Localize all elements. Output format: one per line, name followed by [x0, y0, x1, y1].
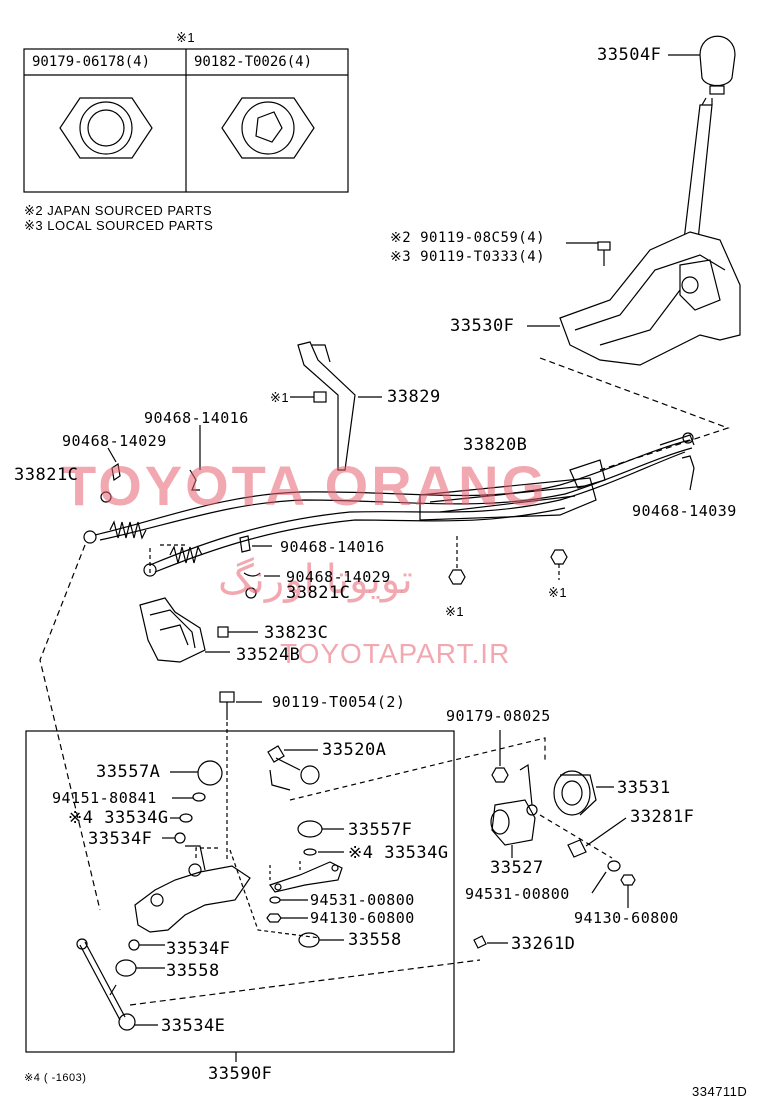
mark-33829: ※1 — [270, 390, 290, 405]
part-90468-14029-top: 90468-14029 — [62, 432, 167, 450]
table-col2-header: 90182-T0026(4) — [194, 54, 313, 70]
part-33534F-low: 33534F — [166, 939, 231, 959]
fastener-table — [23, 48, 349, 193]
table-col1-header: 90179-06178(4) — [32, 54, 151, 70]
nut-icon — [266, 913, 308, 923]
part-90119-T0054: 90119-T0054(2) — [272, 693, 406, 711]
nut-icon — [491, 730, 509, 783]
part-90468-14039: 90468-14039 — [632, 502, 737, 520]
bolt-icon — [217, 626, 258, 638]
part-33534F-left: 33534F — [88, 829, 153, 849]
grommet-icon — [298, 932, 344, 948]
bolt-icon — [566, 241, 611, 266]
cap-icon — [297, 820, 344, 838]
note-local: ※3 LOCAL SOURCED PARTS — [24, 218, 214, 233]
part-94130-60800-right: 94130-60800 — [574, 909, 679, 927]
table-mark: ※1 — [176, 30, 196, 45]
shift-lever-icon — [683, 97, 713, 241]
part-33821C-left: 33821C — [14, 465, 79, 485]
washer-icon — [172, 792, 206, 802]
part-33261D: 33261D — [511, 934, 576, 954]
part-33823C: 33823C — [264, 623, 329, 643]
washer-icon — [303, 848, 344, 856]
part-33829: 33829 — [387, 387, 441, 407]
bolt-icon — [219, 691, 262, 860]
part-33558-mid: 33558 — [348, 930, 402, 950]
nut-icon — [269, 896, 308, 904]
part-33557A: 33557A — [96, 762, 161, 782]
part-94130-60800-mid: 94130-60800 — [310, 909, 415, 927]
grommet-icon — [115, 959, 165, 977]
clip-icon — [189, 425, 201, 491]
ball-joint-icon — [267, 745, 320, 791]
bushing-icon — [162, 832, 186, 844]
part-33558-low: 33558 — [166, 961, 220, 981]
part-90119-T0333: ※3 90119-T0333(4) — [390, 249, 546, 265]
part-33590F: 33590F — [208, 1064, 273, 1084]
note-japan: ※2 JAPAN SOURCED PARTS — [24, 203, 213, 218]
mark-right: ※1 — [548, 585, 568, 600]
mark-mid: ※1 — [445, 604, 465, 619]
shift-knob-icon — [668, 35, 736, 95]
washer-icon — [170, 813, 193, 823]
nut-icon — [448, 536, 466, 585]
part-33821C-mid: 33821C — [286, 583, 351, 603]
shift-lever-bracket-icon — [134, 845, 251, 933]
part-90468-14029-mid: 90468-14029 — [286, 568, 391, 586]
part-33524B: 33524B — [236, 645, 301, 665]
shift-lever-housing-icon — [490, 763, 538, 858]
shift-cable-icon — [83, 432, 695, 577]
shift-housing-icon — [527, 231, 741, 366]
bearing-icon — [553, 770, 614, 816]
pin-icon — [567, 817, 627, 858]
note-range: ※4 ( -1603) — [24, 1072, 87, 1084]
part-90119-08C59: ※2 90119-08C59(4) — [390, 230, 546, 246]
part-33534G-mid: ※4 33534G — [348, 843, 449, 863]
part-33820B: 33820B — [463, 435, 528, 455]
part-33534E: 33534E — [161, 1016, 226, 1036]
part-94531-00800-right: 94531-00800 — [465, 885, 570, 903]
part-33557F: 33557F — [348, 820, 413, 840]
washer-icon — [591, 860, 621, 894]
nut-icon — [550, 549, 568, 580]
lock-nut-icon — [221, 97, 315, 159]
assembly-frame — [25, 730, 455, 1053]
bushing-icon — [128, 939, 165, 951]
pin-icon — [107, 447, 121, 482]
select-lever-icon — [269, 861, 343, 893]
watermark-brand: TOYOTA ORANG — [62, 454, 549, 517]
part-90179-08025: 90179-08025 — [446, 707, 551, 725]
part-33281F: 33281F — [630, 807, 695, 827]
clip-icon — [473, 935, 508, 949]
part-33520A: 33520A — [322, 740, 387, 760]
part-94531-00800-mid: 94531-00800 — [310, 891, 415, 909]
part-33534G-left: ※4 33534G — [68, 808, 169, 828]
grommet-icon — [100, 491, 112, 503]
pin-icon — [681, 455, 695, 491]
hex-nut-icon — [59, 97, 153, 159]
part-90468-14016-mid: 90468-14016 — [280, 538, 385, 556]
part-33527: 33527 — [490, 858, 544, 878]
grommet-icon — [245, 587, 257, 599]
part-33530F: 33530F — [450, 316, 515, 336]
clip-icon — [239, 535, 280, 577]
nut-icon — [620, 874, 636, 908]
shift-bracket-icon — [297, 341, 382, 471]
figure-code: 334711D — [692, 1084, 748, 1099]
part-33531: 33531 — [617, 778, 671, 798]
part-94151-80841: 94151-80841 — [52, 789, 157, 807]
clip-icon — [290, 391, 327, 403]
cable-bracket-icon — [139, 597, 230, 663]
bushing-icon — [170, 760, 223, 786]
part-90468-14016-top: 90468-14016 — [144, 409, 249, 427]
watermark-persian: تویوتا اورنگ — [218, 558, 413, 602]
watermark-site: TOYOTAPART.IR — [280, 638, 511, 669]
link-rod-icon — [76, 938, 158, 1031]
part-33504F: 33504F — [597, 45, 662, 65]
